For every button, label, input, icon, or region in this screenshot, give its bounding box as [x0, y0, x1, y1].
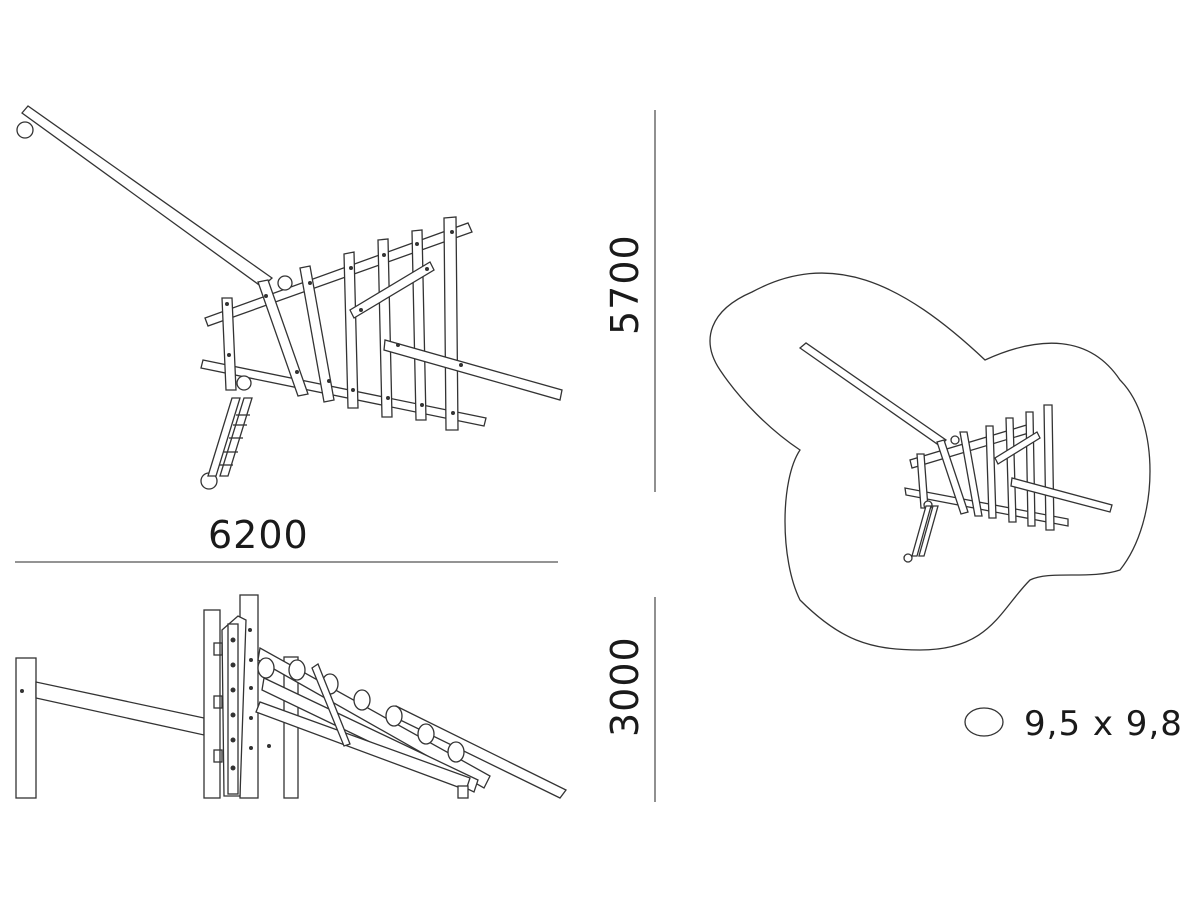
side-post	[203, 609, 221, 799]
safety-area-label: 9,5 x 9,8	[1024, 704, 1183, 744]
top-view-drawing	[16, 105, 563, 490]
climbing-wall-plan	[207, 397, 253, 477]
length-dimension-label: 6200	[208, 513, 309, 557]
side-view-drawing	[15, 594, 567, 799]
side-rungs	[257, 657, 465, 763]
mini-rungs	[916, 404, 1055, 531]
safety-area-plan	[709, 272, 1151, 651]
side-long-beam	[35, 681, 205, 736]
diagonal-beam	[16, 105, 274, 288]
ellipse-icon	[964, 707, 1004, 737]
mini-climbing-wall	[911, 505, 939, 557]
ladder-beam	[255, 701, 471, 791]
climbing-panel-side	[213, 615, 302, 797]
plank-short	[349, 261, 435, 319]
side-post-left	[15, 657, 37, 799]
plank-long	[383, 339, 563, 401]
side-foot	[457, 785, 469, 799]
safety-area-outline	[709, 272, 1151, 651]
mini-diagonal-beam	[798, 342, 948, 447]
mini-plank-long	[1010, 477, 1113, 513]
ladder-beam	[257, 646, 491, 789]
post-cap	[236, 375, 252, 391]
post-cap	[277, 275, 293, 291]
bolts	[225, 230, 463, 415]
side-brace	[311, 663, 351, 747]
rungs	[221, 216, 459, 431]
height-dimension-label: 3000	[603, 636, 647, 737]
mini-plank-short	[994, 431, 1041, 465]
width-dimension-label: 5700	[603, 234, 647, 335]
